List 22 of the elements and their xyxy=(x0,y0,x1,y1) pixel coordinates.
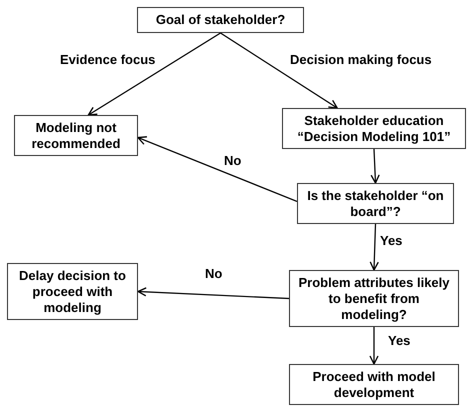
process-box xyxy=(297,183,454,224)
process-box xyxy=(289,364,459,405)
process-box xyxy=(7,263,138,320)
box-text: Is the stakeholder “on board”? xyxy=(306,188,445,220)
box-text: Problem attributes likely to benefit from modeling? xyxy=(298,274,450,322)
arrow xyxy=(370,148,380,184)
process-box xyxy=(137,7,304,33)
arrow xyxy=(137,287,290,300)
process-box xyxy=(282,108,466,149)
arrow xyxy=(137,136,298,202)
arrow xyxy=(369,327,379,365)
arrow xyxy=(370,224,379,271)
box-text: Stakeholder education “Decision Modeling 101” xyxy=(296,112,452,144)
arrow xyxy=(88,32,221,116)
box-text: Goal of stakeholder? xyxy=(156,12,286,28)
edge-label: Decision making focus xyxy=(290,52,432,68)
box-text: Proceed with model development xyxy=(312,368,436,400)
process-box xyxy=(14,115,138,156)
process-box xyxy=(289,270,459,327)
box-text: Delay decision to proceed with modeling xyxy=(18,268,127,316)
box-text: Modeling not recommended xyxy=(30,120,122,152)
arrow xyxy=(220,32,338,109)
